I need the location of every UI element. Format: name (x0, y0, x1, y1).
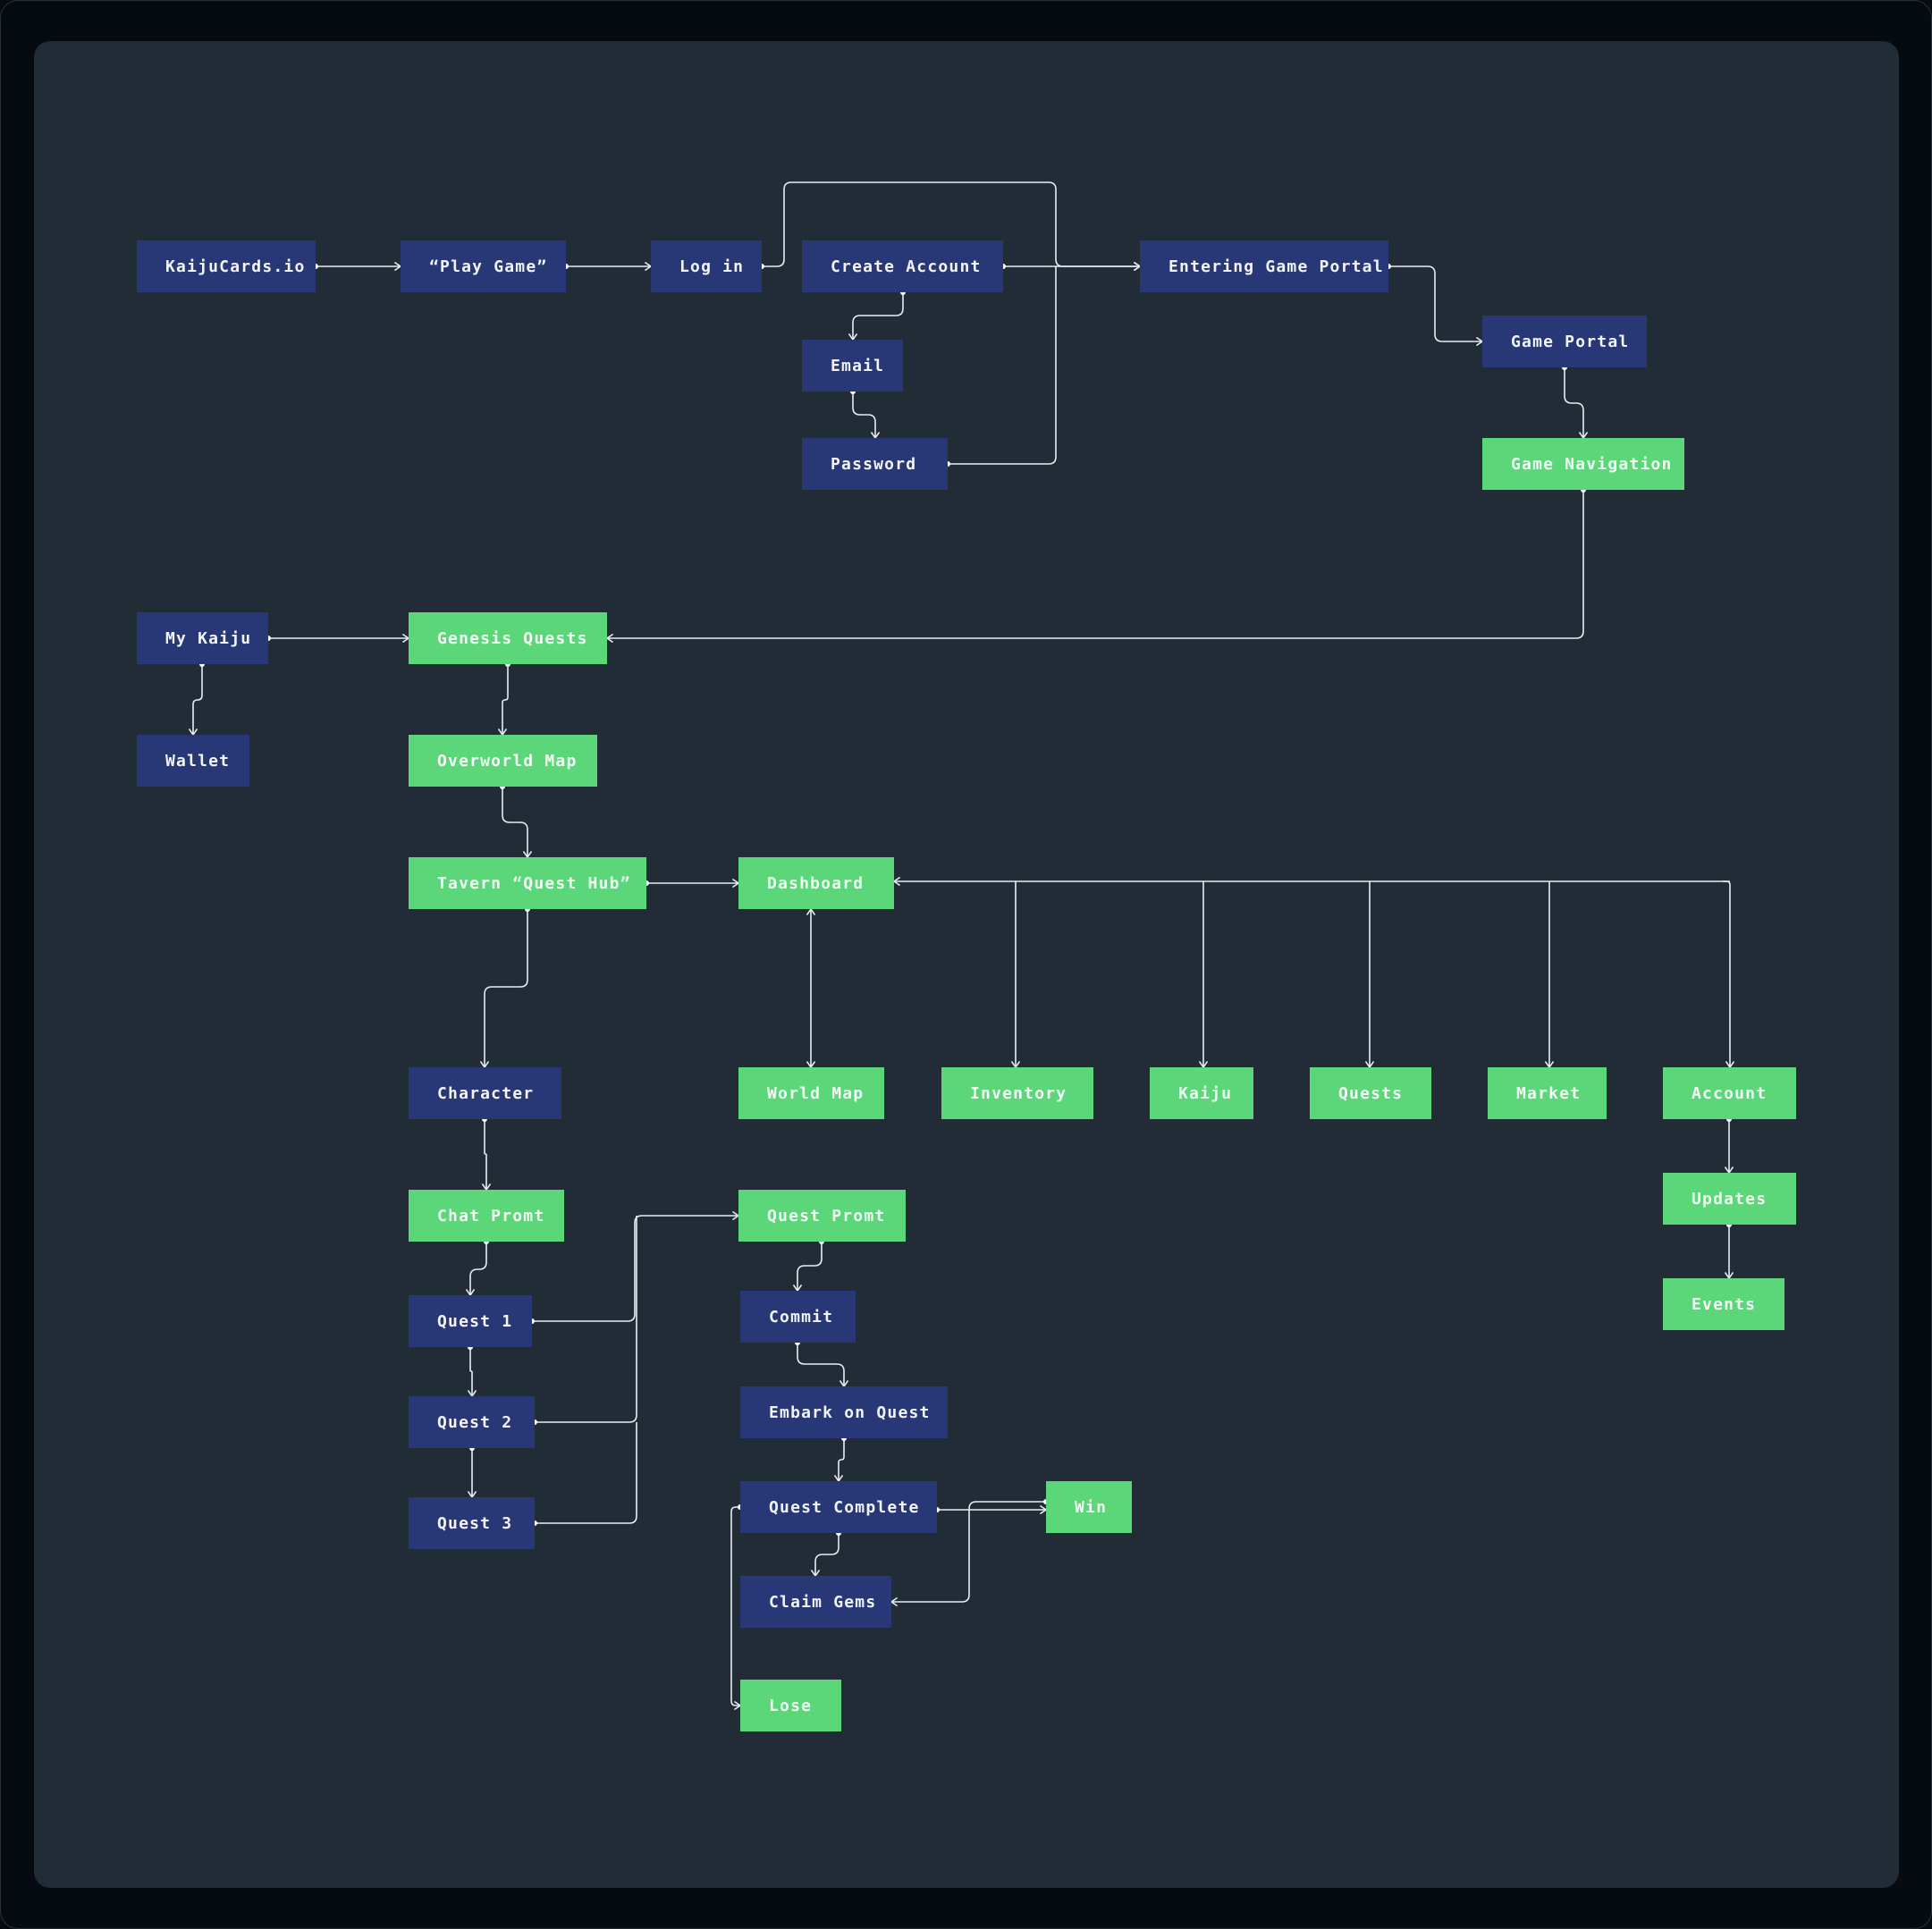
link-character-chat (481, 1116, 492, 1192)
node-log-in[interactable]: Log in (651, 240, 762, 292)
node-my-kaiju[interactable]: My Kaiju (137, 612, 268, 664)
node-game-navigation[interactable]: Game Navigation (1482, 438, 1684, 490)
node-market[interactable]: Market (1488, 1067, 1607, 1119)
link-complete-claim (810, 1530, 841, 1578)
link-dash-market (1544, 881, 1555, 1069)
link-playgame-login (563, 261, 653, 272)
link-questpromt-commit (792, 1239, 824, 1293)
link-dash-account (1723, 880, 1735, 1069)
link-dashboard-worldmap (806, 907, 816, 1069)
node-chat-promt[interactable]: Chat Promt (409, 1190, 564, 1242)
node-claim-gems[interactable]: Claim Gems (740, 1576, 891, 1628)
node-quest-1[interactable]: Quest 1 (409, 1295, 532, 1347)
node-entering-game-portal[interactable]: Entering Game Portal (1140, 240, 1388, 292)
node-quest-2[interactable]: Quest 2 (409, 1396, 535, 1448)
link-password-entering (945, 266, 1057, 467)
node-events[interactable]: Events (1663, 1278, 1784, 1330)
link-chat-quest1 (465, 1239, 489, 1297)
node-lose[interactable]: Lose (740, 1680, 841, 1731)
link-account-updates (1724, 1116, 1734, 1175)
node-commit[interactable]: Commit (740, 1291, 856, 1343)
link-gameportal-gamenav (1562, 365, 1589, 440)
link-dash-inventory (1010, 881, 1021, 1069)
node-world-map[interactable]: World Map (738, 1067, 884, 1119)
link-genesis-overworld (497, 661, 510, 737)
link-kaijucards-playgame (313, 261, 402, 272)
node-inventory[interactable]: Inventory (941, 1067, 1093, 1119)
link-createaccount-entering (1000, 261, 1142, 272)
node-updates[interactable]: Updates (1663, 1173, 1796, 1225)
link-complete-win (934, 1504, 1048, 1515)
node-tavern-quest-hub[interactable]: Tavern “Quest Hub” (409, 857, 646, 909)
node-overworld-map[interactable]: Overworld Map (409, 735, 597, 787)
node-play-game[interactable]: “Play Game” (401, 240, 566, 292)
link-entering-gameportal (1386, 264, 1484, 347)
link-updates-events (1724, 1222, 1734, 1280)
node-kaijucards[interactable]: KaijuCards.io (137, 240, 316, 292)
node-embark-on-quest[interactable]: Embark on Quest (740, 1386, 948, 1438)
node-email[interactable]: Email (802, 340, 903, 392)
link-quest3-questpromt (532, 1422, 637, 1526)
node-quests[interactable]: Quests (1310, 1067, 1431, 1119)
node-quest-promt[interactable]: Quest Promt (738, 1190, 906, 1242)
node-game-portal[interactable]: Game Portal (1482, 316, 1647, 367)
link-dash-kaiju (1198, 881, 1209, 1069)
link-quest2-questpromt (532, 1216, 637, 1425)
link-createaccount-email (848, 290, 906, 341)
node-character[interactable]: Character (409, 1067, 561, 1119)
link-commit-embark (795, 1340, 849, 1388)
node-win[interactable]: Win (1046, 1481, 1132, 1533)
node-dashboard[interactable]: Dashboard (738, 857, 894, 909)
link-quest1-quest2 (467, 1344, 477, 1398)
link-tavern-dashboard (644, 878, 740, 889)
node-quest-3[interactable]: Quest 3 (409, 1497, 535, 1549)
link-embark-complete (833, 1436, 847, 1483)
node-genesis-quests[interactable]: Genesis Quests (409, 612, 607, 664)
link-email-password (850, 389, 881, 440)
link-mykaiju-genesis (266, 633, 410, 644)
link-mykaiju-wallet (188, 661, 205, 737)
link-dash-bus (892, 876, 1730, 887)
link-quest2-quest3 (467, 1445, 477, 1499)
node-wallet[interactable]: Wallet (137, 735, 249, 787)
node-create-account[interactable]: Create Account (802, 240, 1003, 292)
link-overworld-tavern (500, 784, 533, 859)
node-quest-complete[interactable]: Quest Complete (740, 1481, 937, 1533)
link-tavern-character (479, 906, 530, 1069)
node-kaiju[interactable]: Kaiju (1150, 1067, 1253, 1119)
link-gamenav-genesis (605, 487, 1586, 644)
node-account[interactable]: Account (1663, 1067, 1796, 1119)
link-dash-quests (1364, 881, 1375, 1069)
node-password[interactable]: Password (802, 438, 948, 490)
